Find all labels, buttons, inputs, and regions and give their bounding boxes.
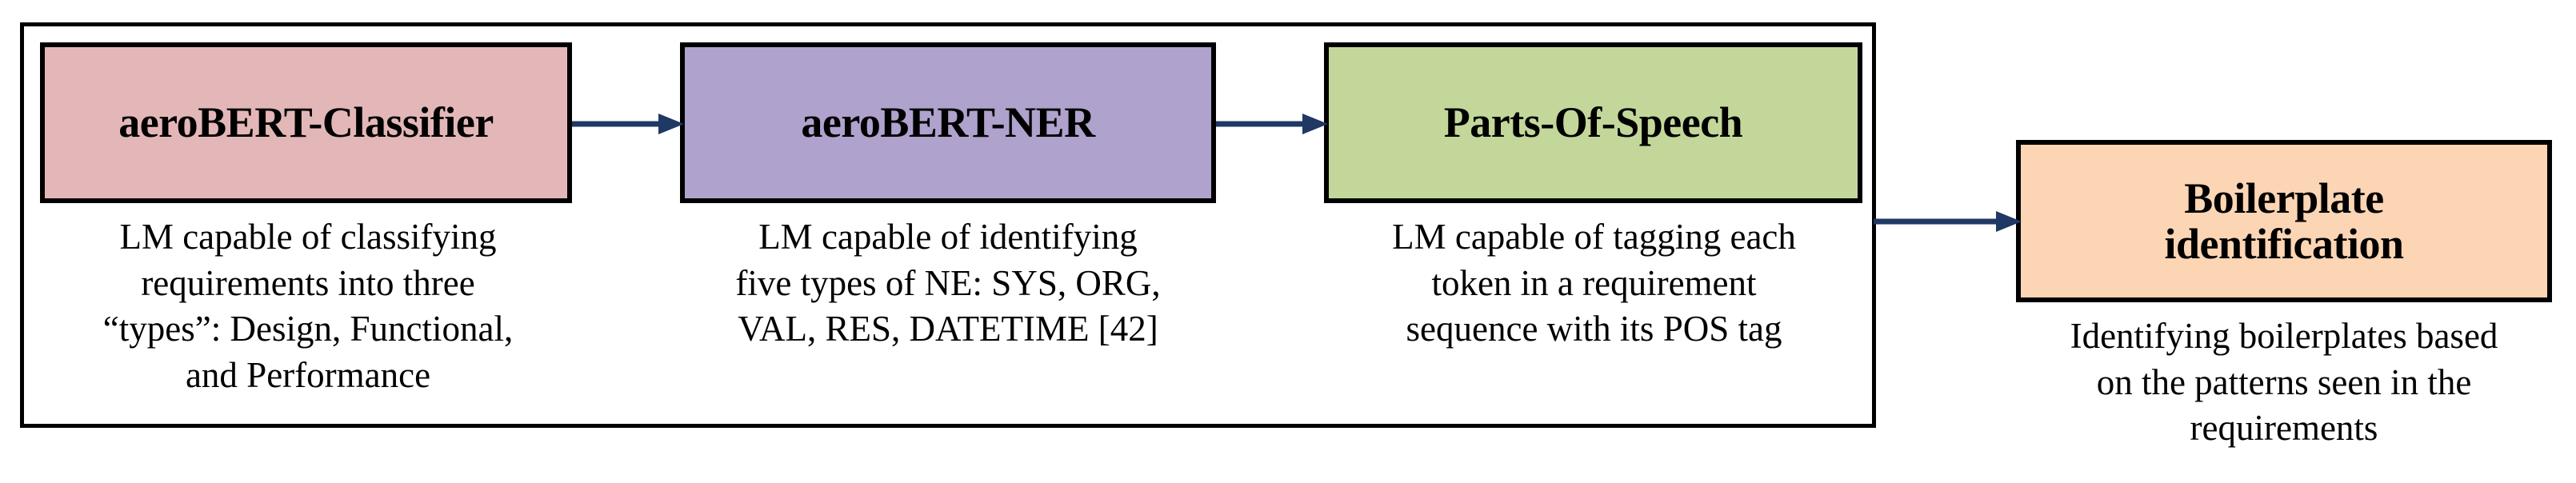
arrow-right-icon-ner-to-pos	[1216, 114, 1328, 134]
node-boilerplate-identification[interactable]: Boilerplate identification	[2016, 140, 2552, 302]
arrow-right-icon-classifier-to-ner	[572, 114, 684, 134]
node-aerobert-ner[interactable]: aeroBERT-NER	[680, 42, 1216, 203]
node-parts-of-speech[interactable]: Parts-Of-Speech	[1324, 42, 1862, 203]
node-title-boilerplate-identification: Boilerplate identification	[2164, 174, 2405, 268]
node-caption-parts-of-speech: LM capable of tagging each token in a re…	[1392, 217, 1796, 349]
node-caption-aerobert-ner: LM capable of identifying five types of …	[735, 217, 1161, 349]
pipeline-group-container	[20, 22, 1876, 428]
node-caption-boilerplate-identification: Identifying boilerplates based on the pa…	[2070, 316, 2498, 449]
node-caption-aerobert-classifier: LM capable of classifying requirements i…	[102, 217, 514, 395]
arrow-right-icon-group-to-boilerplate	[1874, 211, 2022, 232]
node-title-aerobert-classifier: aeroBERT-Classifier	[118, 98, 494, 147]
node-title-parts-of-speech: Parts-Of-Speech	[1443, 98, 1743, 147]
node-title-aerobert-ner: aeroBERT-NER	[801, 98, 1095, 147]
node-aerobert-classifier[interactable]: aeroBERT-Classifier	[40, 42, 572, 203]
